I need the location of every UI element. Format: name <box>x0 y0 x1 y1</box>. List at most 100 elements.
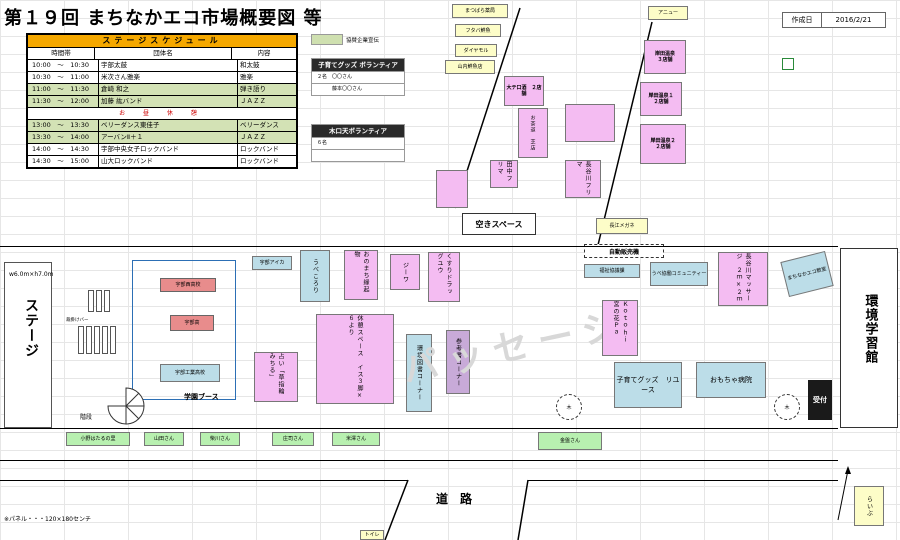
pole <box>110 326 116 354</box>
empty-space-label: 空きスペース <box>462 213 536 235</box>
created-date-value: 2016/2/21 <box>835 16 872 24</box>
schedule-content: ロックバンド <box>240 145 279 153</box>
booth-furima1: 田中フリマ <box>490 160 518 188</box>
booth-bottom-yonezawa: 米澤さん <box>332 432 380 446</box>
bottom-small-booth: トイレ <box>360 530 384 540</box>
schedule-time: 10:00 ～ 10:30 <box>28 60 99 71</box>
booth-furima2: 長谷川フリマ <box>565 160 601 198</box>
schedule-content: 雅楽 <box>240 73 253 81</box>
kosodate-volunteer-box: 子育てグッズ ボランティア ２名 〇〇さん 藤本〇〇さん <box>311 58 405 96</box>
road-label: 道 路 <box>436 492 473 506</box>
booth-kankyo-tosho: 環境図書コーナー <box>406 334 432 412</box>
schedule-content: 弾き語り <box>240 85 266 93</box>
booth-ube-kogyo: 宇部工業高校 <box>160 364 220 382</box>
booth-kotohi: Ｋｏｔｏｈｉ 宮の花Ｐａ <box>602 300 638 356</box>
mokko-volunteer-box: 木口天ボランティア ６名 <box>311 124 405 162</box>
pole <box>104 290 110 312</box>
pole <box>96 290 102 312</box>
kankyo-center: 環境学習館 <box>840 248 898 428</box>
rack-label: 裁掛けバー <box>66 318 89 323</box>
sponsor-legend-label: 協賛企業宣伝 <box>346 38 380 44</box>
shop-matsubara: まつばら薬局 <box>452 4 508 18</box>
gakuen-label: 学園ブース <box>184 393 219 401</box>
stage-area: w6.0m×h7.0m ステージ <box>4 262 54 428</box>
booth-mobile2: 岸田温泉１ ２店舗 <box>640 82 682 116</box>
stairs-label: 階段 <box>80 414 93 421</box>
booth-ubekorori: うべころり <box>300 250 330 302</box>
booth-kyukei: 休憩スペース イス３脚×６より <box>316 314 394 404</box>
schedule-time: 11:30 ～ 12:00 <box>28 96 99 107</box>
pole <box>94 326 100 354</box>
booth-onomachi: おのまち縁起物 <box>344 250 378 300</box>
selection-marker <box>782 58 794 70</box>
col-group: 団体名 <box>95 48 232 59</box>
shop-anew: アニュー <box>648 6 688 20</box>
schedule-group: 宇部中央女子ロックバンド <box>99 144 238 155</box>
tree-icon: 木 <box>774 394 800 420</box>
created-date-label: 作成日 <box>783 13 822 27</box>
shop-diamond: ダイヤモル <box>455 44 497 57</box>
schedule-group: 加藤 紘バンド <box>99 96 238 107</box>
col-content: 内容 <box>257 49 271 57</box>
shop-futaba: フタバ鮮魚 <box>455 24 501 37</box>
booth-mobile3: 岸田温泉２ ２店舗 <box>640 124 686 164</box>
schedule-content: 和太鼓 <box>240 61 260 69</box>
booth-ube-aika: 宇部アイカ <box>252 256 292 270</box>
pole <box>78 326 84 354</box>
kosodate-volunteer-row: ２名 〇〇さん <box>312 71 404 83</box>
booth-ube-nishi: 宇部西高校 <box>160 278 216 292</box>
schedule-column-headers: 時間帯 団体名 内容 <box>28 48 296 60</box>
booth-bottom-yamada: 山田さん <box>144 432 184 446</box>
schedule-time: 14:00 ～ 14:30 <box>28 144 99 155</box>
shop-yamauchi: 山内鮮魚店 <box>445 60 495 74</box>
booth-kosodate-reuse: 子育てグッズ リユース <box>614 362 682 408</box>
kankyo-label: 環境学習館 <box>862 294 878 364</box>
booth-ube-kou: 宇部高 <box>170 315 214 331</box>
reception-desk: 受付 <box>808 380 832 420</box>
road-upper-left <box>0 480 408 481</box>
schedule-break-row: お 昼 休 憩 <box>28 108 296 120</box>
booth-mobile1: 岸田温泉 ３店舗 <box>644 40 686 74</box>
schedule-group: 山大ロックバンド <box>99 156 238 167</box>
schedule-group: ベリーダンス東佳子 <box>99 120 238 131</box>
mokko-volunteer-row <box>312 149 404 161</box>
created-date-box: 作成日 2016/2/21 <box>782 12 886 28</box>
passage-bottom-edge <box>0 428 838 429</box>
pole <box>86 326 92 354</box>
kosodate-volunteer-row: 藤本〇〇さん <box>312 83 404 95</box>
booth-fukushi: 福祉協議課 <box>584 264 640 278</box>
booth-pink-a <box>565 104 615 142</box>
booth-uranai: 占い「草指輪 みちる」 <box>254 352 298 402</box>
pole <box>102 326 108 354</box>
road-top-edge <box>0 460 838 461</box>
pole <box>88 290 94 312</box>
booth-furima3: お茶道 芝店 <box>518 108 548 158</box>
booth-bottom-shibakawa: 柴川さん <box>200 432 240 446</box>
schedule-content: ＪＡＺＺ <box>240 97 266 105</box>
panel-note: ※パネル・・・120×180センチ <box>4 516 91 523</box>
booth-sato: 大テ口酒 ２店舗 <box>504 76 544 106</box>
mokko-volunteer-row: ６名 <box>312 137 404 149</box>
booth-massage: 長谷川マッサージ ２ｍ×２ｍ <box>718 252 768 306</box>
booth-kusuri: くすりドラッグユウ <box>428 252 460 302</box>
booth-bottom-shoji: 庄司さん <box>272 432 314 446</box>
schedule-content: ベリーダンス <box>240 121 279 129</box>
kosodate-volunteer-header: 子育てグッズ ボランティア <box>312 59 404 71</box>
booth-sankosho: 参考書コーナー <box>446 330 470 394</box>
page-title: 第１９回 まちなかエコ市場概要図 等 <box>4 8 323 29</box>
schedule-time: 13:00 ～ 13:30 <box>28 120 99 131</box>
booth-pink-b <box>436 170 468 208</box>
booth-ube-comm: うべ協働コミュニティー <box>650 262 708 286</box>
schedule-content: ロックバンド <box>240 157 279 165</box>
stage-label: ステージ <box>23 298 39 358</box>
